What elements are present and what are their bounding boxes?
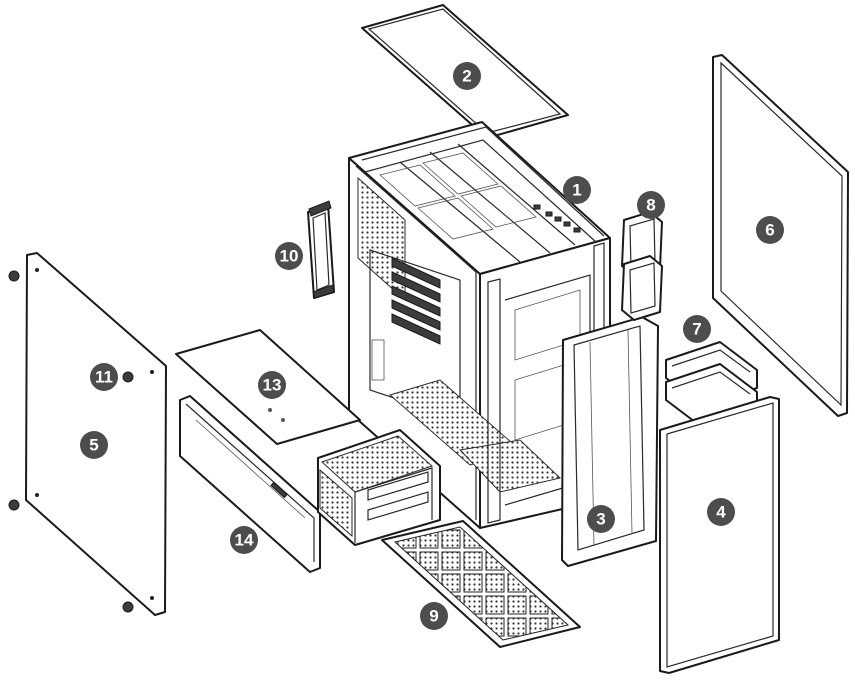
callout-4: 4	[707, 498, 735, 526]
callout-1: 1	[563, 176, 591, 204]
callout-14: 14	[230, 526, 258, 554]
svg-text:13: 13	[263, 376, 282, 395]
callout-13: 13	[258, 371, 286, 399]
svg-text:3: 3	[596, 510, 605, 529]
dust-filter	[381, 520, 581, 648]
callout-11: 11	[90, 363, 118, 391]
front-panel	[561, 316, 659, 567]
svg-text:14: 14	[235, 531, 254, 550]
svg-text:9: 9	[429, 607, 438, 626]
svg-text:11: 11	[95, 368, 113, 387]
bracket-part	[307, 200, 335, 299]
callout-5: 5	[80, 431, 108, 459]
callout-7: 7	[683, 315, 711, 343]
callout-10: 10	[275, 242, 303, 270]
callout-8: 8	[637, 191, 665, 219]
svg-text:4: 4	[716, 503, 726, 522]
drive-cage	[317, 429, 441, 546]
callout-9: 9	[420, 602, 448, 630]
fan-bracket-lower	[621, 255, 663, 321]
front-side-panel	[659, 396, 780, 674]
svg-text:8: 8	[646, 196, 655, 215]
svg-text:7: 7	[692, 320, 701, 339]
expansion-slots	[391, 257, 441, 345]
svg-text:1: 1	[572, 181, 581, 200]
svg-text:10: 10	[280, 247, 299, 266]
callout-3: 3	[587, 505, 615, 533]
shroud-side	[179, 395, 321, 573]
io-ports	[533, 204, 581, 233]
svg-text:2: 2	[462, 67, 471, 86]
callout-2: 2	[453, 62, 481, 90]
svg-text:5: 5	[89, 436, 98, 455]
callout-6: 6	[756, 216, 784, 244]
svg-text:6: 6	[765, 221, 774, 240]
